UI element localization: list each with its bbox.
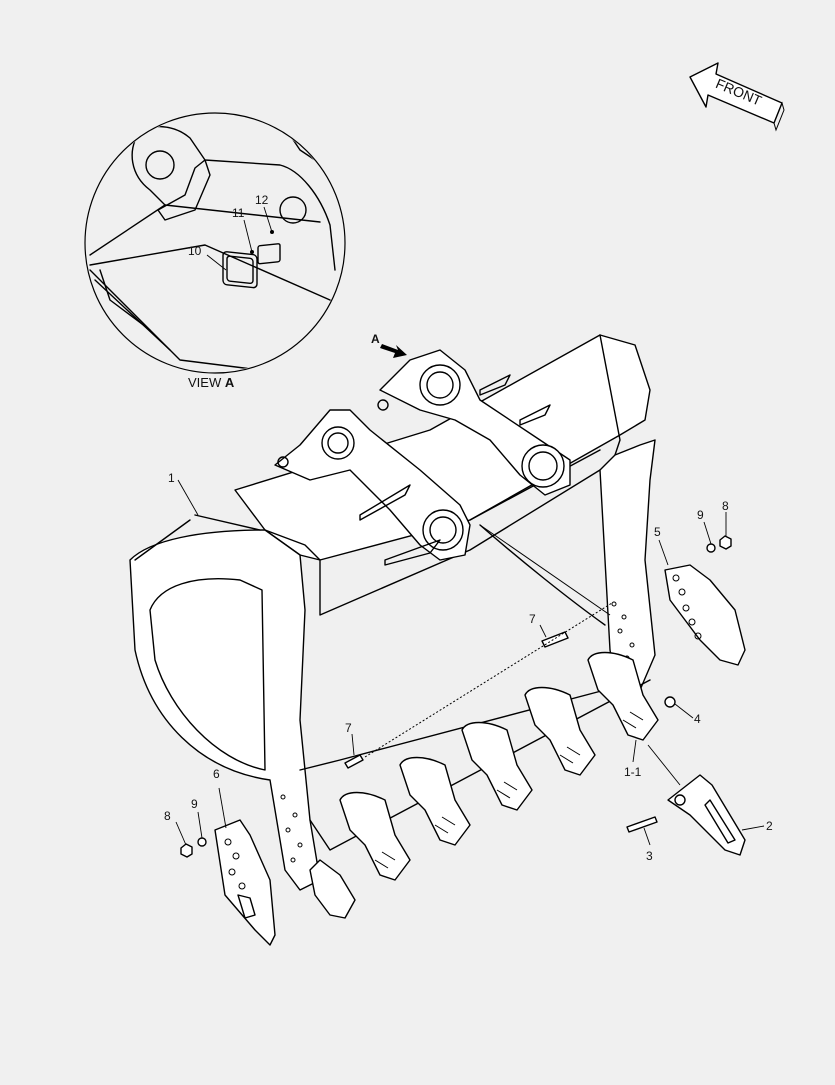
lock-4 bbox=[664, 696, 676, 708]
bolts bbox=[344, 602, 613, 769]
callouts: 1 5 9 8 7 4 7 1-1 2 3 8 9 6 bbox=[164, 471, 773, 863]
callout-8b: 8 bbox=[164, 809, 171, 823]
tooth-4 bbox=[524, 686, 596, 776]
callout-4: 4 bbox=[694, 712, 701, 726]
callout-12: 12 bbox=[255, 193, 269, 207]
callout-1-1: 1-1 bbox=[624, 765, 642, 779]
front-arrow: FRONT bbox=[689, 62, 785, 132]
tooth-1 bbox=[339, 791, 411, 881]
callout-7a: 7 bbox=[529, 612, 536, 626]
arrow-letter: A bbox=[371, 332, 380, 346]
leader-lines bbox=[175, 479, 765, 846]
callout-5: 5 bbox=[654, 525, 661, 539]
callout-6: 6 bbox=[213, 767, 220, 781]
callout-10: 10 bbox=[188, 244, 202, 258]
bucket-teeth bbox=[309, 651, 746, 919]
tooth-5 bbox=[587, 651, 659, 741]
tooth-point-exploded bbox=[667, 774, 746, 856]
side-cutter-left bbox=[180, 819, 276, 946]
callout-11: 11 bbox=[232, 206, 245, 220]
callout-9b: 9 bbox=[191, 797, 198, 811]
bucket-body bbox=[129, 334, 656, 891]
tooth-3 bbox=[461, 721, 533, 811]
callout-7b: 7 bbox=[345, 721, 352, 735]
callout-8a: 8 bbox=[722, 499, 729, 513]
callout-1: 1 bbox=[168, 471, 175, 485]
view-letter: A bbox=[225, 375, 235, 390]
tooth-corner-left bbox=[309, 859, 356, 919]
view-a-detail: 10 11 12 VIEW A bbox=[84, 112, 346, 390]
view-a-arrow: A bbox=[371, 332, 407, 358]
callout-3: 3 bbox=[646, 849, 653, 863]
bucket-lugs bbox=[274, 349, 571, 566]
pin-3 bbox=[626, 816, 658, 833]
side-cutter-right bbox=[664, 535, 746, 666]
view-label: VIEW A bbox=[188, 375, 235, 390]
tooth-2 bbox=[399, 756, 471, 846]
callout-9a: 9 bbox=[697, 508, 704, 522]
callout-2: 2 bbox=[766, 819, 773, 833]
